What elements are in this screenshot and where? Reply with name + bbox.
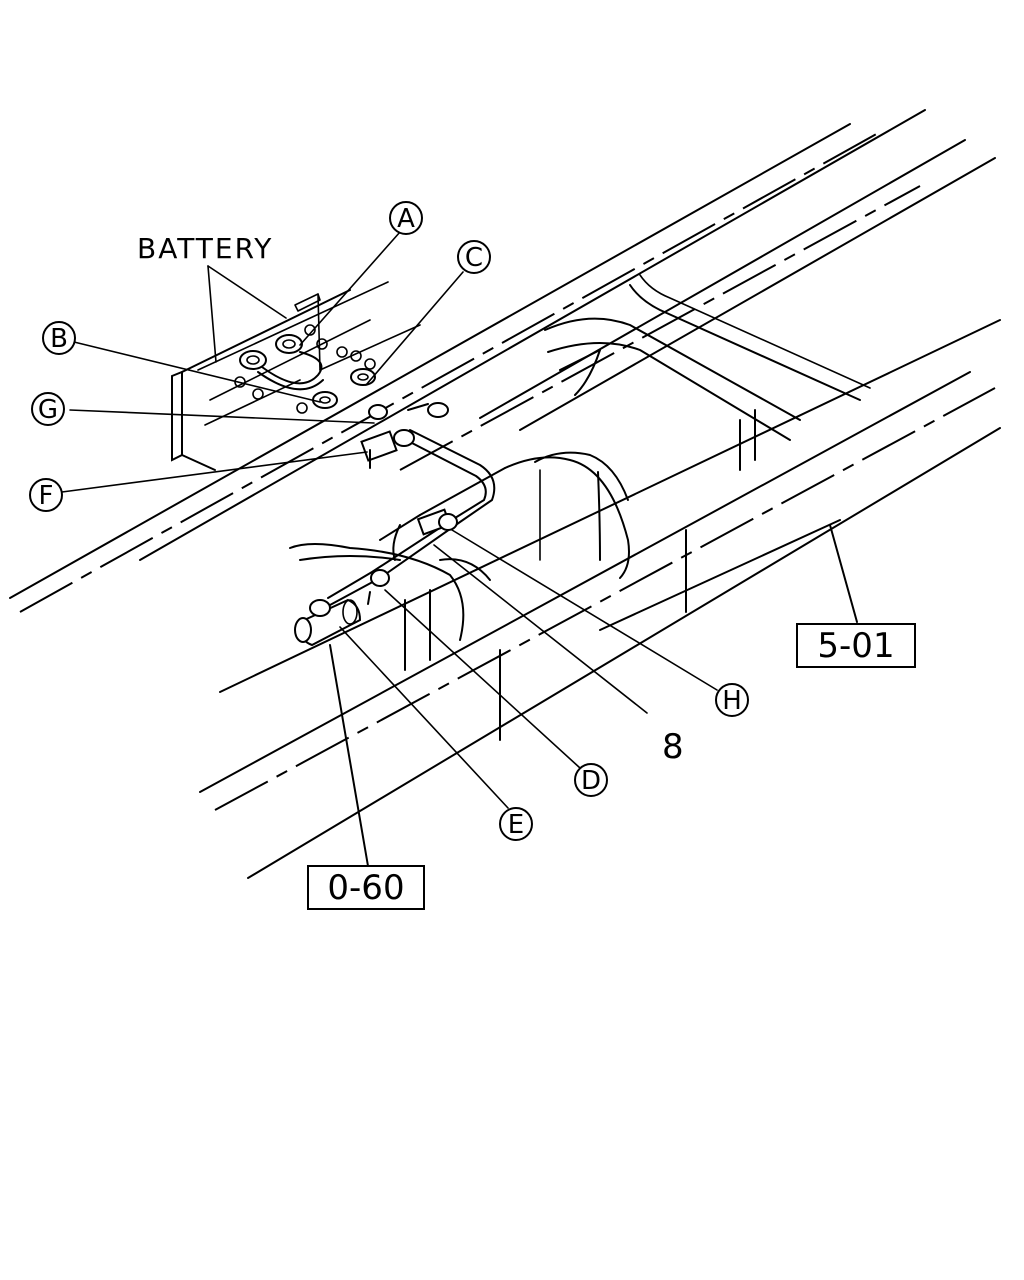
callout-f: F (29, 478, 63, 512)
part-number-8: 8 (662, 727, 684, 767)
battery-carrier (171, 281, 421, 471)
callout-h: H (715, 683, 749, 717)
svg-text:H: H (722, 686, 742, 716)
cross-member (544, 274, 871, 471)
svg-text:C: C (465, 243, 483, 273)
callouts: A C B G F H D E (29, 201, 749, 841)
svg-text:A: A (397, 204, 415, 234)
ref-box-frame: 5-01 (796, 623, 916, 668)
callout-g: G (31, 392, 65, 426)
battery-terminals (239, 334, 449, 420)
callout-d: D (574, 763, 608, 797)
battery-label: BATTERY (137, 232, 273, 265)
callout-e: E (499, 807, 533, 841)
battery-cable-8 (327, 429, 496, 606)
leader-lines (61, 231, 858, 867)
svg-text:G: G (38, 395, 58, 425)
callout-a: A (389, 201, 423, 235)
cable-clamps (360, 429, 458, 605)
ref-box-starter: 0-60 (307, 865, 425, 910)
starter-solenoid (294, 598, 362, 647)
frame-rails (9, 109, 1001, 879)
svg-text:5-01: 5-01 (817, 626, 894, 666)
svg-text:F: F (39, 481, 54, 511)
callout-c: C (457, 240, 491, 274)
svg-text:D: D (581, 766, 601, 796)
svg-text:B: B (50, 324, 68, 354)
starter-housing (289, 514, 491, 671)
callout-b: B (42, 321, 76, 355)
svg-text:E: E (508, 810, 524, 840)
svg-text:0-60: 0-60 (327, 868, 404, 908)
